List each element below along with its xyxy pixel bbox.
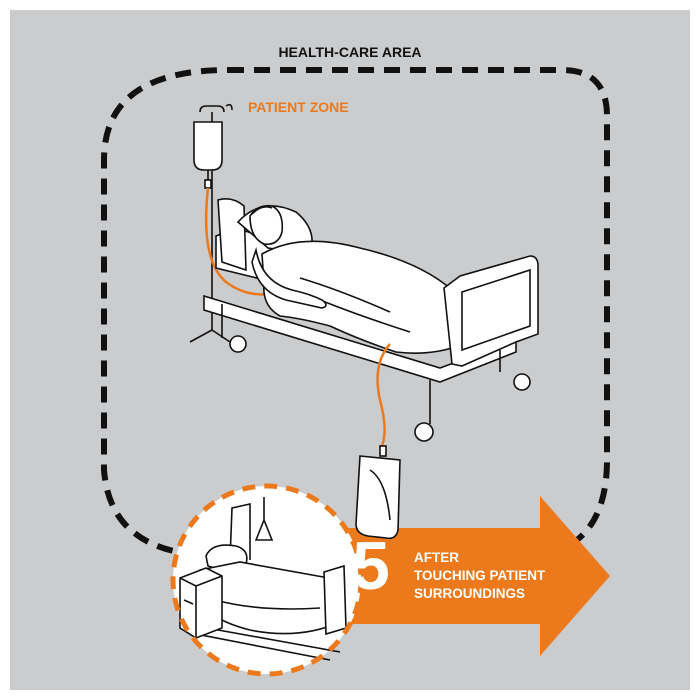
moment-text-line: TOUCHING PATIENT [414,567,545,585]
moment-number: 5 [352,532,390,600]
urine-bag-icon [356,446,400,538]
patient-in-bed-icon [204,199,538,441]
patient-zone-label: PATIENT ZONE [248,99,349,115]
moment-text-line: SURROUNDINGS [414,585,525,603]
health-care-area-label: HEALTH-CARE AREA [0,44,700,60]
patient-surroundings-inset [173,486,361,674]
moment-text-line: AFTER [414,549,459,567]
